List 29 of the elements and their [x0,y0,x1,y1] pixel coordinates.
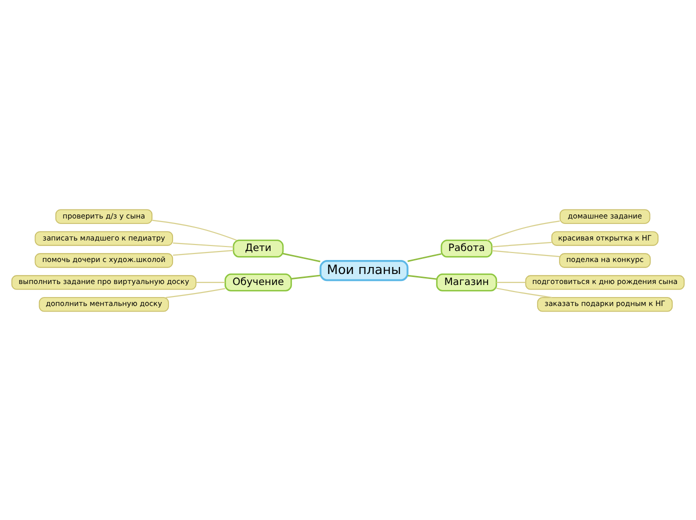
node-box: Магазин [436,273,498,291]
node-box: помочь дочери с худож.школой [34,252,174,268]
connector [166,288,226,298]
node-box: Работа [440,239,492,258]
connector [492,250,560,257]
connector [152,219,237,240]
connector [496,281,526,283]
connector [173,242,234,248]
connector [282,252,320,262]
connector [408,252,442,262]
connector [291,274,321,280]
node-box: поделка на конкурс [559,252,651,268]
node-box: Дети [232,239,284,258]
node-box: красивая открытка к НГ [551,230,659,246]
node-box: выполнить задание про виртуальную доску [11,274,196,290]
node-box: Мои планы [320,260,408,281]
node-box: записать младшего к педиатру [34,230,174,246]
node-box: дополнить ментальную доску [38,296,169,312]
node-box: заказать подарки родным к НГ [537,296,673,312]
node-box: проверить д/з у сына [55,208,152,224]
connector [486,220,560,240]
connector [492,241,552,247]
node-box: Обучение [224,273,292,291]
connector [196,281,226,283]
connector [172,249,234,256]
node-box: домашнее задание [560,208,650,224]
node-box: подготовиться к дню рождения сына [525,274,685,290]
connector [496,287,552,298]
connector [408,274,437,280]
